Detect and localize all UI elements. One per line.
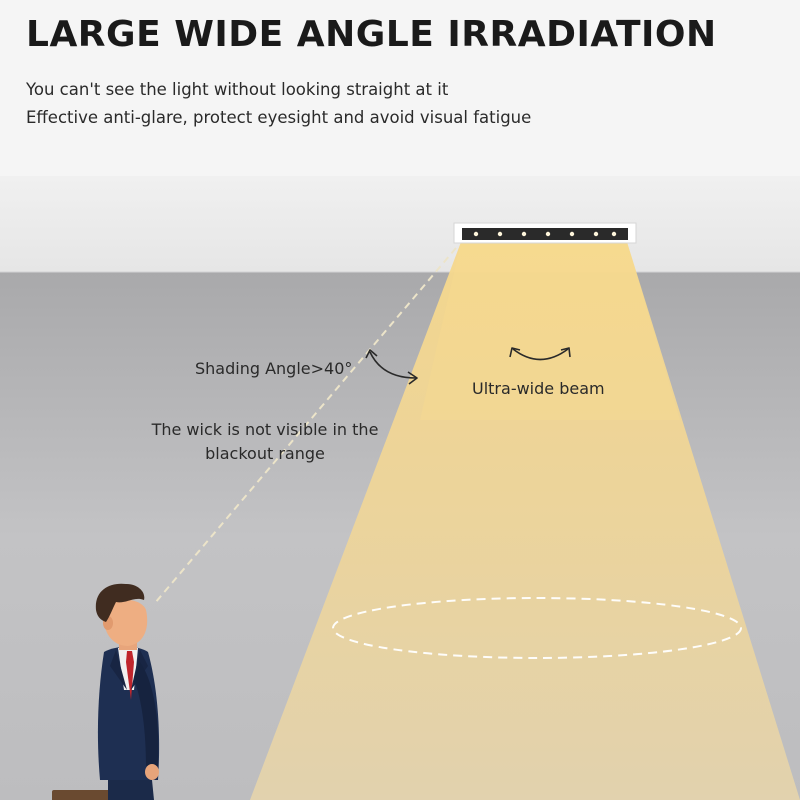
ultra-wide-beam-label: Ultra-wide beam (472, 379, 605, 398)
tie (126, 651, 134, 700)
businessman-figure (52, 583, 160, 800)
header-background (0, 0, 800, 176)
hair (95, 583, 145, 622)
subtitle-line-2: Effective anti-glare, protect eyesight a… (26, 108, 532, 127)
light-beam (250, 242, 800, 800)
led-fixture (453, 222, 637, 244)
shading-angle-label: Shading Angle>40° (195, 359, 353, 378)
subtitle-line-1: You can't see the light without looking … (26, 80, 449, 99)
sight-line (154, 247, 457, 604)
briefcase (52, 790, 112, 800)
curved-double-arrow-icon (509, 347, 571, 361)
led-dots (473, 231, 617, 237)
page-title: LARGE WIDE ANGLE IRRADIATION (26, 14, 717, 55)
curved-double-arrow-icon (365, 349, 418, 385)
light-beam-glow (420, 242, 680, 420)
wick-not-visible-label: The wick is not visible in the blackout … (151, 420, 379, 463)
beam-floor-ellipse (332, 597, 742, 659)
ceiling (0, 176, 800, 272)
